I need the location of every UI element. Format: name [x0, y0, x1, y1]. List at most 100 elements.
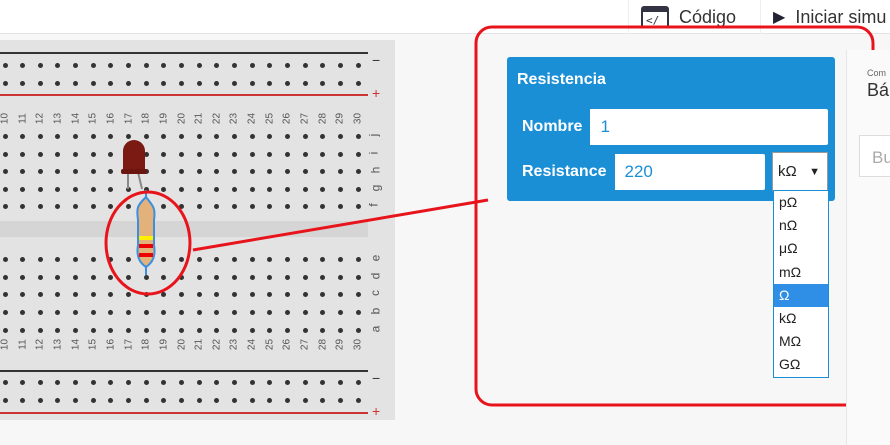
hole[interactable]: [249, 291, 255, 297]
hole[interactable]: [161, 186, 167, 192]
hole[interactable]: [302, 62, 308, 68]
hole[interactable]: [161, 309, 167, 315]
hole[interactable]: [2, 379, 8, 385]
hole[interactable]: [231, 309, 237, 315]
hole[interactable]: [143, 62, 149, 68]
hole[interactable]: [179, 133, 184, 139]
hole[interactable]: [267, 309, 273, 315]
hole[interactable]: [161, 397, 167, 403]
hole[interactable]: [2, 203, 8, 209]
hole[interactable]: [249, 309, 255, 315]
hole[interactable]: [231, 62, 237, 68]
unit-option[interactable]: Ω: [774, 283, 828, 307]
hole[interactable]: [249, 397, 255, 403]
hole[interactable]: [337, 133, 343, 139]
hole[interactable]: [214, 291, 220, 297]
hole[interactable]: [2, 62, 8, 68]
hole[interactable]: [90, 397, 96, 403]
hole[interactable]: [20, 168, 26, 174]
hole[interactable]: [249, 379, 255, 385]
hole[interactable]: [249, 168, 255, 174]
hole[interactable]: [161, 133, 167, 139]
hole[interactable]: [2, 397, 8, 403]
hole[interactable]: [214, 133, 220, 139]
hole[interactable]: [90, 151, 96, 157]
hole[interactable]: [37, 133, 43, 139]
hole[interactable]: [73, 62, 79, 68]
hole[interactable]: [337, 379, 343, 385]
hole[interactable]: [55, 80, 61, 86]
hole[interactable]: [37, 203, 43, 209]
hole[interactable]: [55, 397, 61, 403]
hole[interactable]: [161, 327, 167, 333]
hole[interactable]: [73, 291, 79, 297]
hole[interactable]: [90, 256, 96, 262]
hole[interactable]: [37, 291, 43, 297]
hole[interactable]: [320, 327, 326, 333]
hole[interactable]: [2, 186, 8, 192]
hole[interactable]: [143, 397, 149, 403]
hole[interactable]: [161, 80, 167, 86]
hole[interactable]: [355, 62, 361, 68]
hole[interactable]: [161, 62, 167, 68]
hole[interactable]: [143, 186, 149, 192]
hole[interactable]: [337, 62, 343, 68]
hole[interactable]: [355, 256, 361, 262]
hole[interactable]: [37, 274, 43, 280]
hole[interactable]: [320, 151, 326, 157]
hole[interactable]: [284, 186, 290, 192]
hole[interactable]: [214, 397, 220, 403]
hole[interactable]: [73, 397, 79, 403]
start-simulation-button[interactable]: ▶ Iniciar simu: [760, 0, 890, 34]
unit-option[interactable]: μΩ: [779, 240, 798, 257]
hole[interactable]: [214, 168, 220, 174]
hole[interactable]: [108, 309, 114, 315]
hole[interactable]: [231, 80, 237, 86]
hole[interactable]: [179, 309, 184, 315]
hole[interactable]: [249, 203, 255, 209]
hole[interactable]: [196, 291, 202, 297]
hole[interactable]: [231, 397, 237, 403]
hole[interactable]: [267, 291, 273, 297]
hole[interactable]: [179, 80, 184, 86]
hole[interactable]: [161, 203, 167, 209]
hole[interactable]: [196, 274, 202, 280]
hole[interactable]: [73, 309, 79, 315]
hole[interactable]: [126, 133, 132, 139]
hole[interactable]: [108, 397, 114, 403]
hole[interactable]: [267, 80, 273, 86]
resistance-value[interactable]: 220: [624, 162, 653, 181]
hole[interactable]: [126, 327, 132, 333]
hole[interactable]: [302, 133, 308, 139]
hole[interactable]: [337, 168, 343, 174]
hole[interactable]: [284, 274, 290, 280]
hole[interactable]: [179, 379, 184, 385]
hole[interactable]: [179, 256, 184, 262]
hole[interactable]: [161, 151, 167, 157]
hole[interactable]: [355, 291, 361, 297]
hole[interactable]: [320, 274, 326, 280]
hole[interactable]: [284, 309, 290, 315]
hole[interactable]: [143, 80, 149, 86]
hole[interactable]: [320, 186, 326, 192]
hole[interactable]: [37, 327, 43, 333]
hole[interactable]: [90, 379, 96, 385]
hole[interactable]: [37, 256, 43, 262]
hole[interactable]: [90, 309, 96, 315]
hole[interactable]: [55, 379, 61, 385]
unit-option[interactable]: pΩ: [779, 194, 798, 210]
hole[interactable]: [231, 256, 237, 262]
hole[interactable]: [20, 256, 26, 262]
hole[interactable]: [214, 62, 220, 68]
hole[interactable]: [196, 397, 202, 403]
hole[interactable]: [179, 186, 184, 192]
hole[interactable]: [320, 133, 326, 139]
hole[interactable]: [355, 274, 361, 280]
unit-option[interactable]: mΩ: [779, 263, 802, 280]
hole[interactable]: [320, 256, 326, 262]
hole[interactable]: [355, 133, 361, 139]
hole[interactable]: [90, 133, 96, 139]
hole[interactable]: [302, 151, 308, 157]
hole[interactable]: [179, 291, 184, 297]
hole[interactable]: [214, 203, 220, 209]
